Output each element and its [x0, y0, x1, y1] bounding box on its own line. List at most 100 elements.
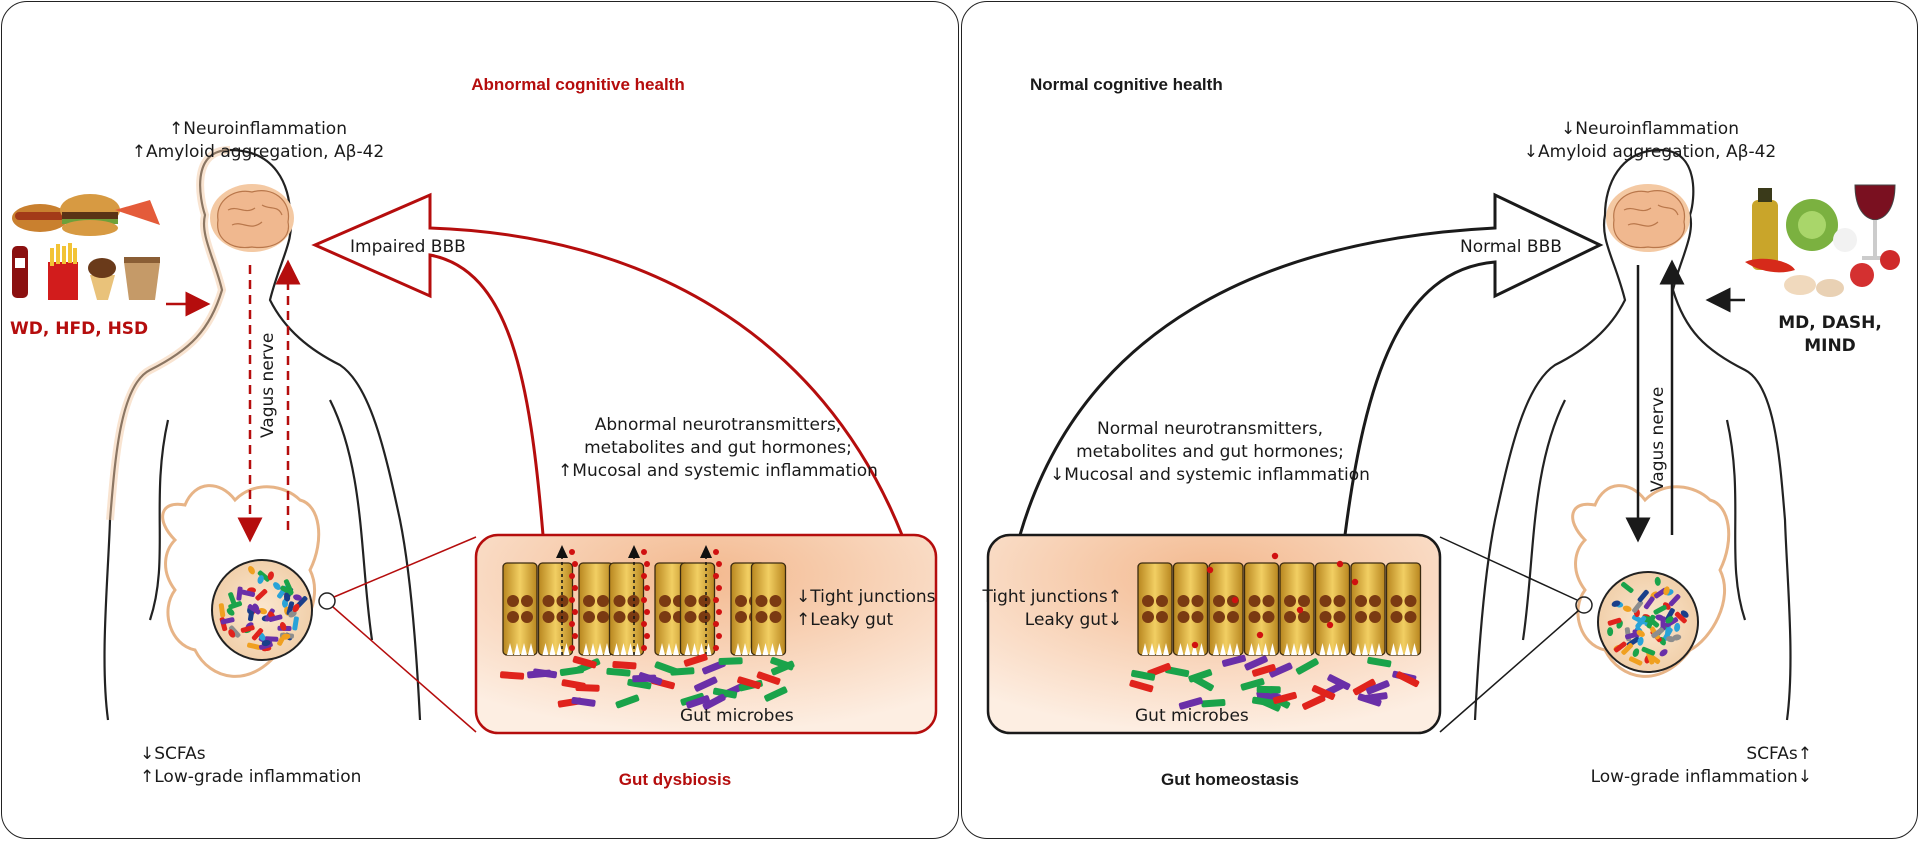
epithelial-cell	[1172, 562, 1209, 656]
right-brain-line1: ↓Neuroinflammation	[1561, 119, 1739, 139]
microvillus	[1269, 643, 1276, 655]
box-microbes-left	[499, 653, 795, 710]
cell-nucleus	[1284, 595, 1296, 607]
leaked-particle	[713, 573, 719, 579]
cell-nucleus	[1213, 611, 1225, 623]
microbe	[1653, 604, 1667, 615]
cell-nucleus	[769, 595, 782, 607]
left-brain-line2: ↑Amyloid aggregation, Aβ-42	[131, 142, 385, 162]
leaked-particle	[713, 645, 719, 651]
cell-nucleus	[1248, 595, 1261, 607]
microvillus	[769, 643, 776, 655]
right-leaky-gut: Leaky gut↓	[1024, 610, 1122, 630]
cell-nucleus	[1177, 611, 1190, 623]
cell-nucleus	[1333, 595, 1346, 607]
microbe	[1637, 589, 1649, 603]
cell-nucleus	[613, 611, 626, 623]
microvillus	[634, 643, 641, 655]
cell-nucleus	[698, 595, 711, 607]
microbe	[241, 589, 256, 597]
left-scfa: ↓SCFAs	[140, 744, 206, 764]
cell-nucleus	[659, 611, 671, 623]
microbe	[1668, 594, 1681, 607]
left-low-grade: ↑Low-grade inflammation	[140, 767, 362, 787]
microbe	[1643, 596, 1655, 610]
gut-microbe	[702, 693, 726, 710]
leak-arrowhead	[556, 545, 568, 558]
gut-microbe	[1221, 654, 1247, 667]
microbe	[1654, 576, 1661, 586]
epithelial-cell	[1208, 562, 1244, 656]
particle	[1296, 606, 1304, 614]
right-scfa: SCFAs↑	[1746, 744, 1812, 764]
microvillus	[691, 643, 698, 655]
epithelial-cells-right	[1137, 552, 1422, 656]
gut-microbe	[1256, 685, 1281, 694]
microvillus	[1411, 643, 1418, 655]
leaked-particle	[572, 585, 578, 591]
epithelial-cell	[1314, 562, 1351, 656]
microbe	[1607, 617, 1622, 626]
microvillus	[507, 643, 513, 655]
microvillus	[1397, 643, 1404, 655]
right-vagus-label: Vagus nerve	[1648, 386, 1668, 492]
gut-microbe	[1251, 663, 1276, 677]
gut-microbe	[1129, 679, 1154, 693]
epithelial-cell	[1350, 562, 1386, 656]
cell-nucleus	[597, 611, 609, 623]
microbe	[1646, 614, 1656, 629]
left-tight-junctions: ↓Tight junctions	[796, 587, 936, 607]
microbe	[228, 629, 236, 638]
microvillus	[1142, 643, 1148, 655]
microbes-cluster-right	[1607, 576, 1689, 666]
microvillus	[1340, 643, 1347, 655]
microvillus	[613, 643, 620, 655]
left-diet-label: WD, HFD, HSD	[10, 319, 149, 339]
gut-microbe	[1244, 655, 1268, 671]
cell-nucleus	[1404, 611, 1417, 623]
body-silhouette-right	[1473, 148, 1792, 721]
cell-nucleus	[1248, 611, 1261, 623]
cell-nucleus	[613, 595, 626, 607]
gut-microbe	[685, 695, 710, 709]
cell-nucleus	[684, 595, 697, 607]
cell-nucleus	[542, 595, 555, 607]
zoom-line-left-bottom	[332, 606, 477, 733]
particle	[1206, 566, 1214, 574]
microbes-cluster-left	[218, 566, 308, 652]
microbe	[292, 603, 300, 613]
microbe	[261, 639, 271, 647]
microbe	[257, 575, 264, 584]
leaked-particle	[644, 633, 650, 639]
leak-arrowhead	[628, 545, 640, 558]
particle	[1191, 641, 1199, 649]
cell-nucleus	[583, 611, 595, 623]
microbe	[280, 585, 294, 596]
left-bbb-label: Impaired BBB	[350, 237, 466, 257]
leaked-particle	[572, 609, 578, 615]
gut-microbe	[1295, 658, 1319, 675]
particle	[1351, 578, 1359, 586]
microbe	[1660, 616, 1666, 631]
cell-nucleus	[684, 611, 697, 623]
cell-nucleus	[597, 595, 609, 607]
gut-microbe	[1357, 693, 1382, 707]
microvillus	[705, 643, 712, 655]
zoom-spot-right	[1575, 596, 1593, 614]
epithelial-cell	[1385, 562, 1422, 656]
right-diet-line1: MD, DASH,	[1778, 313, 1882, 333]
right-arrow-line1: Normal neurotransmitters,	[1097, 419, 1323, 439]
gut-microbe	[1272, 691, 1297, 705]
gut-microbe	[1147, 662, 1172, 677]
microvillus	[1184, 643, 1191, 655]
microbe	[1646, 650, 1655, 665]
gut-microbe	[770, 660, 795, 676]
zoom-line-left-top	[333, 536, 477, 598]
microvillus	[1149, 643, 1155, 655]
zoom-line-right-bottom	[1439, 610, 1579, 733]
gut-microbe	[606, 667, 631, 677]
cell-nucleus	[1191, 611, 1204, 623]
vagus-arrows-left	[237, 259, 301, 543]
microbe	[1621, 643, 1634, 655]
